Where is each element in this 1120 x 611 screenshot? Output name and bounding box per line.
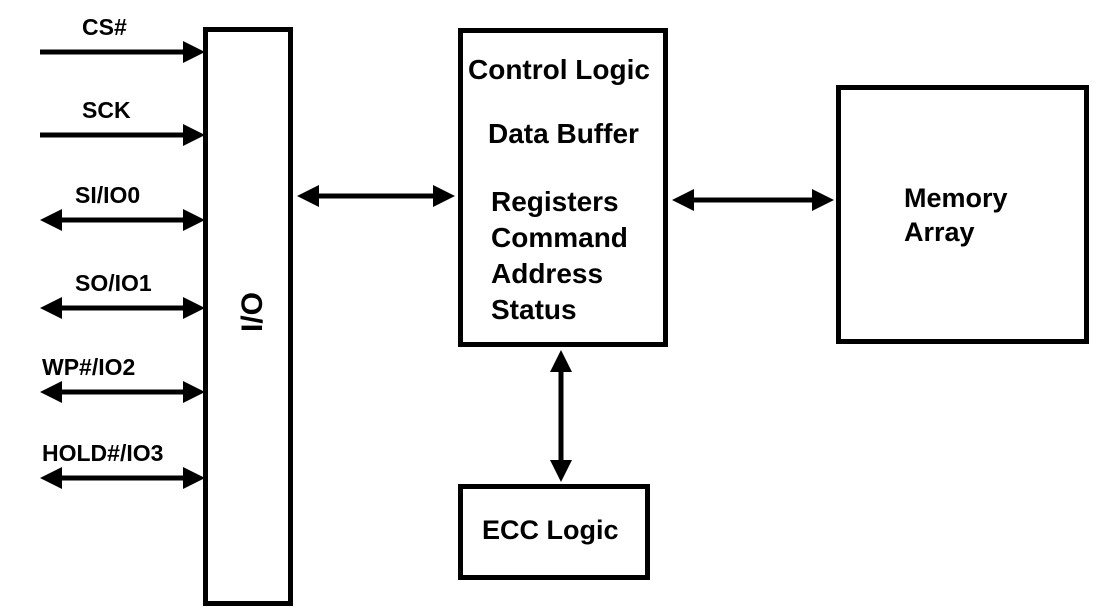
io-to-control-head-left [297, 185, 319, 207]
control-to-ecc-head-down [550, 460, 572, 482]
control-logic-text-line-4: Address [491, 258, 604, 289]
signal-label-sck: SCK [82, 97, 131, 123]
control-logic-text-line-5: Status [491, 294, 577, 325]
memory-array-text-line-1: Array [904, 217, 975, 247]
signal-arrow-si-io0-shaft [58, 217, 187, 223]
control-logic-text-line-1: Data Buffer [488, 118, 639, 149]
io-to-control-head-right [433, 185, 455, 207]
control-to-memory-shaft [690, 197, 816, 203]
ecc-logic-block [458, 484, 650, 580]
control-logic-text-line-3: Command [491, 222, 628, 253]
control-to-ecc-shaft [558, 368, 564, 464]
signal-arrow-wp-io2-head-right [183, 381, 205, 403]
signal-arrow-so-io1-head-left [40, 297, 62, 319]
control-logic-text-line-2: Registers [491, 186, 619, 217]
signal-arrow-sck-head-right [183, 124, 205, 146]
signal-arrow-si-io0-head-right [183, 209, 205, 231]
signal-arrow-sck-shaft [40, 132, 187, 138]
memory-array-text-line-0: Memory [904, 183, 1008, 213]
signal-arrow-cs-head-right [183, 41, 205, 63]
io-to-control-shaft [315, 193, 437, 199]
io-block: I/O [203, 27, 293, 606]
control-to-ecc-head-up [550, 350, 572, 372]
signal-arrow-hold-io3-head-left [40, 467, 62, 489]
signal-arrow-hold-io3-head-right [183, 467, 205, 489]
control-logic-block [458, 28, 668, 347]
signal-label-cs: CS# [82, 14, 127, 40]
signal-arrow-so-io1-shaft [58, 305, 187, 311]
signal-arrow-wp-io2-head-left [40, 381, 62, 403]
control-logic-text-line-0: Control Logic [468, 54, 650, 85]
io-block-label: I/O [236, 291, 269, 332]
control-to-memory-head-left [672, 189, 694, 211]
control-to-memory-head-right [812, 189, 834, 211]
signal-label-so-io1: SO/IO1 [75, 270, 152, 296]
memory-array-block [836, 85, 1089, 344]
signal-arrow-so-io1-head-right [183, 297, 205, 319]
signal-label-si-io0: SI/IO0 [75, 182, 141, 208]
signal-arrow-wp-io2-shaft [58, 389, 187, 395]
signal-arrow-si-io0-head-left [40, 209, 62, 231]
signal-arrow-hold-io3-shaft [58, 475, 187, 481]
ecc-logic-text-line-0: ECC Logic [482, 515, 619, 545]
signal-arrow-cs-shaft [40, 49, 187, 55]
signal-label-wp-io2: WP#/IO2 [42, 354, 136, 380]
signal-label-hold-io3: HOLD#/IO3 [42, 440, 164, 466]
